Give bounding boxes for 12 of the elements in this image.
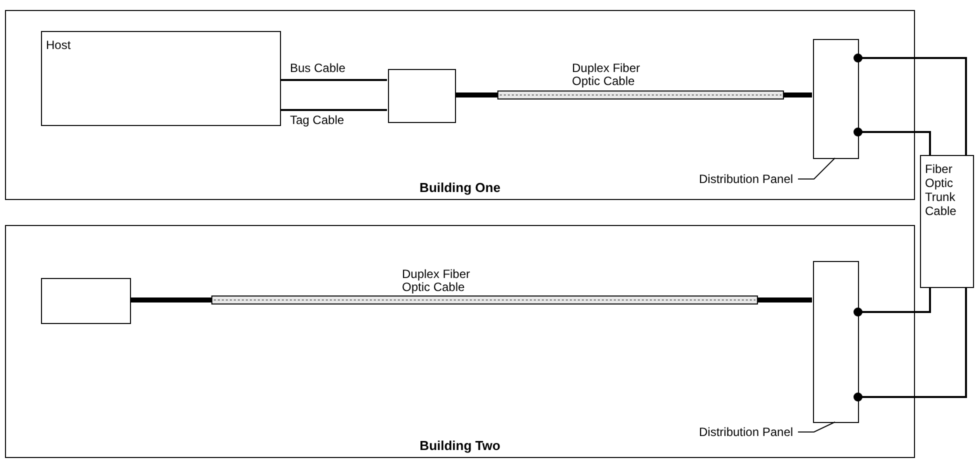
building-label: Building Two bbox=[420, 439, 500, 453]
panel-label: Distribution Panel bbox=[699, 172, 799, 188]
distribution-panel bbox=[813, 261, 859, 423]
panel-label: Distribution Panel bbox=[699, 425, 799, 441]
device-box bbox=[41, 278, 131, 324]
host-box: Host bbox=[41, 31, 281, 126]
trunk-cable-box: Fiber Optic Trunk Cable bbox=[920, 155, 974, 288]
device-box bbox=[388, 69, 456, 123]
distribution-panel bbox=[813, 39, 859, 159]
building-label: Building One bbox=[420, 181, 500, 195]
building-outline bbox=[5, 10, 915, 200]
building-outline bbox=[5, 225, 915, 458]
